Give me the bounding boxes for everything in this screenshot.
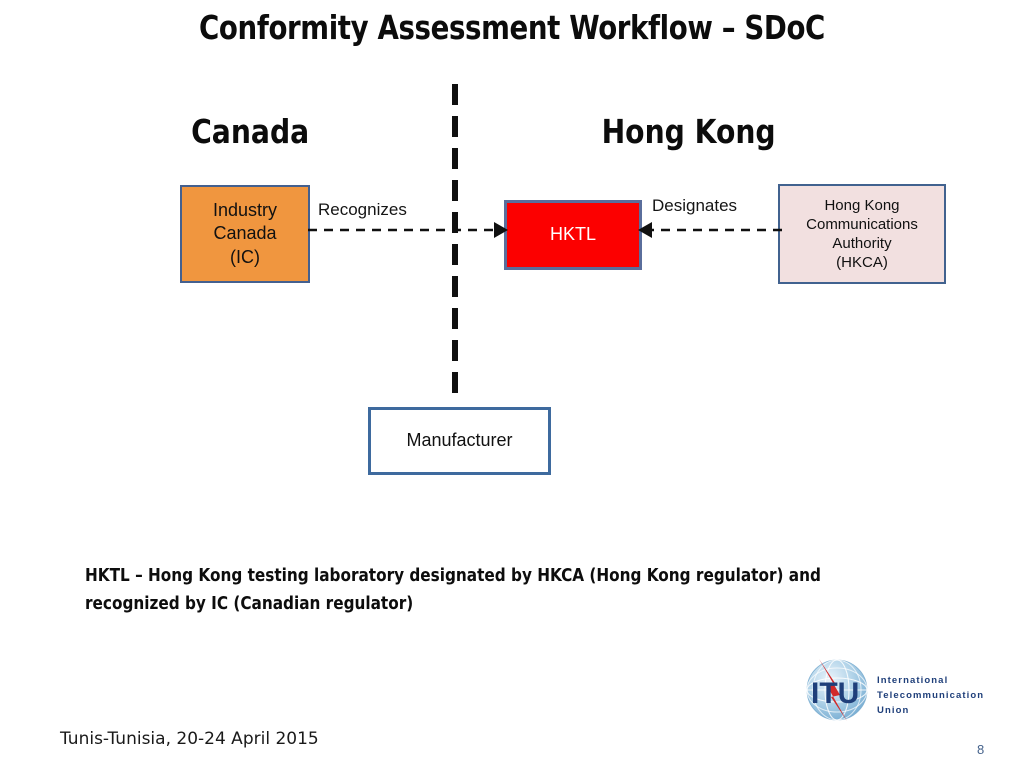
connector-recognizes-arrow — [308, 222, 508, 238]
itu-line-1: International — [877, 675, 948, 686]
diagram-caption: HKTL – Hong Kong testing laboratory desi… — [85, 566, 821, 614]
node-hkca[interactable]: Hong Kong Communications Authority (HKCA… — [778, 184, 946, 284]
page-number: 8 — [977, 742, 985, 757]
node-hkca-line-3: Authority — [832, 235, 892, 252]
node-hkca-line-2: Communications — [806, 215, 918, 233]
region-heading-hong-kong: Hong Kong — [601, 112, 776, 151]
itu-lightning-bolt-icon — [819, 659, 847, 721]
country-border-divider-line — [452, 84, 458, 396]
node-hktl-label: HKTL — [549, 224, 596, 245]
region-heading-canada: Canada — [191, 112, 310, 151]
node-manufacturer[interactable]: Manufacturer — [368, 407, 551, 475]
node-industry-canada[interactable]: Industry Canada (IC) — [180, 185, 310, 283]
node-industry-canada-line-3: (IC) — [230, 246, 260, 267]
footer-event-info: Tunis-Tunisia, 20-24 April 2015 — [60, 729, 319, 749]
itu-line-2: Telecommunication — [877, 690, 984, 701]
node-hkca-line-4: (HKCA) — [836, 254, 888, 272]
node-manufacturer-label: Manufacturer — [406, 430, 513, 451]
itu-logo: ITU International Telecommunication Unio… — [806, 659, 984, 721]
itu-acronym: ITU — [811, 677, 859, 710]
node-hktl[interactable]: HKTL — [504, 200, 642, 270]
node-industry-canada-line-2: Canada — [213, 223, 277, 244]
itu-line-3: Union — [877, 705, 909, 716]
node-industry-canada-line-1: Industry — [212, 200, 278, 221]
node-hkca-line-1: Hong Kong — [824, 196, 900, 214]
connector-recognizes-label: Recognizes — [318, 200, 407, 219]
connector-designates-label: Designates — [652, 196, 738, 215]
page-title: Conformity Assessment Workflow – SDoC — [199, 8, 825, 47]
connector-designates-arrow — [638, 222, 782, 238]
